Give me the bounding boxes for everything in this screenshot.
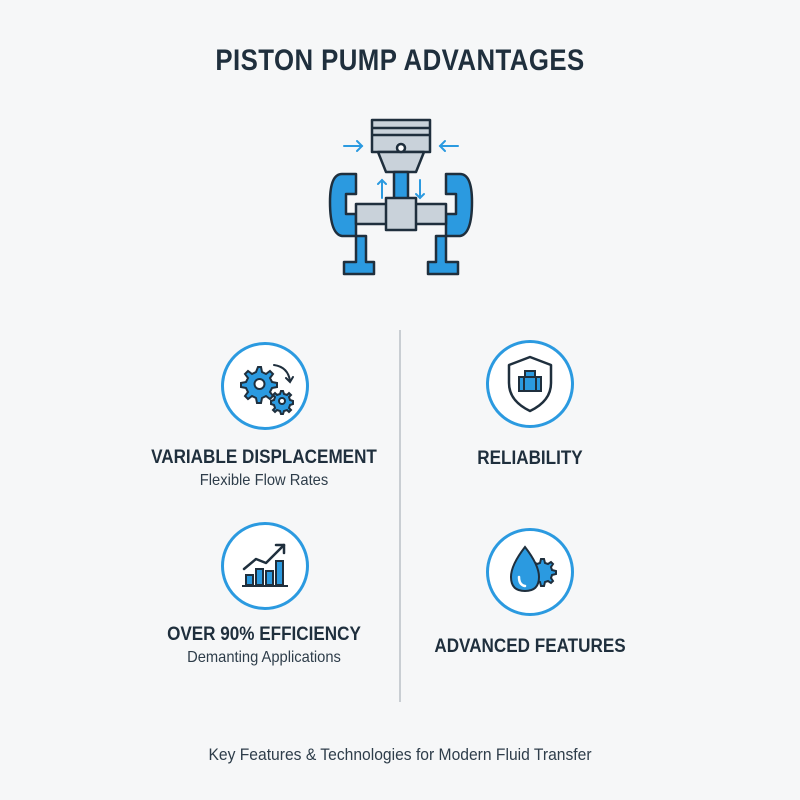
gears-rotation-icon xyxy=(221,342,309,430)
efficiency-label: OVER 90% EFFICIENCY xyxy=(167,624,361,645)
droplet-gear-icon xyxy=(486,528,574,616)
variable-displacement-subtitle: Flexible Flow Rates xyxy=(199,472,329,489)
column-divider xyxy=(399,330,401,702)
variable-displacement-label: VARIABLE DISPLACEMENT xyxy=(151,447,377,468)
shield-valve-icon xyxy=(486,340,574,428)
piston-pump-illustration xyxy=(322,112,480,290)
growth-chart-icon xyxy=(221,522,309,610)
reliability-label: RELIABILITY xyxy=(477,448,583,469)
advanced-features-label: ADVANCED FEATURES xyxy=(434,636,626,657)
page-title: PISTON PUMP ADVANTAGES xyxy=(215,44,585,77)
efficiency-subtitle: Demanting Applications xyxy=(187,649,341,666)
footer-caption: Key Features & Technologies for Modern F… xyxy=(208,745,592,764)
